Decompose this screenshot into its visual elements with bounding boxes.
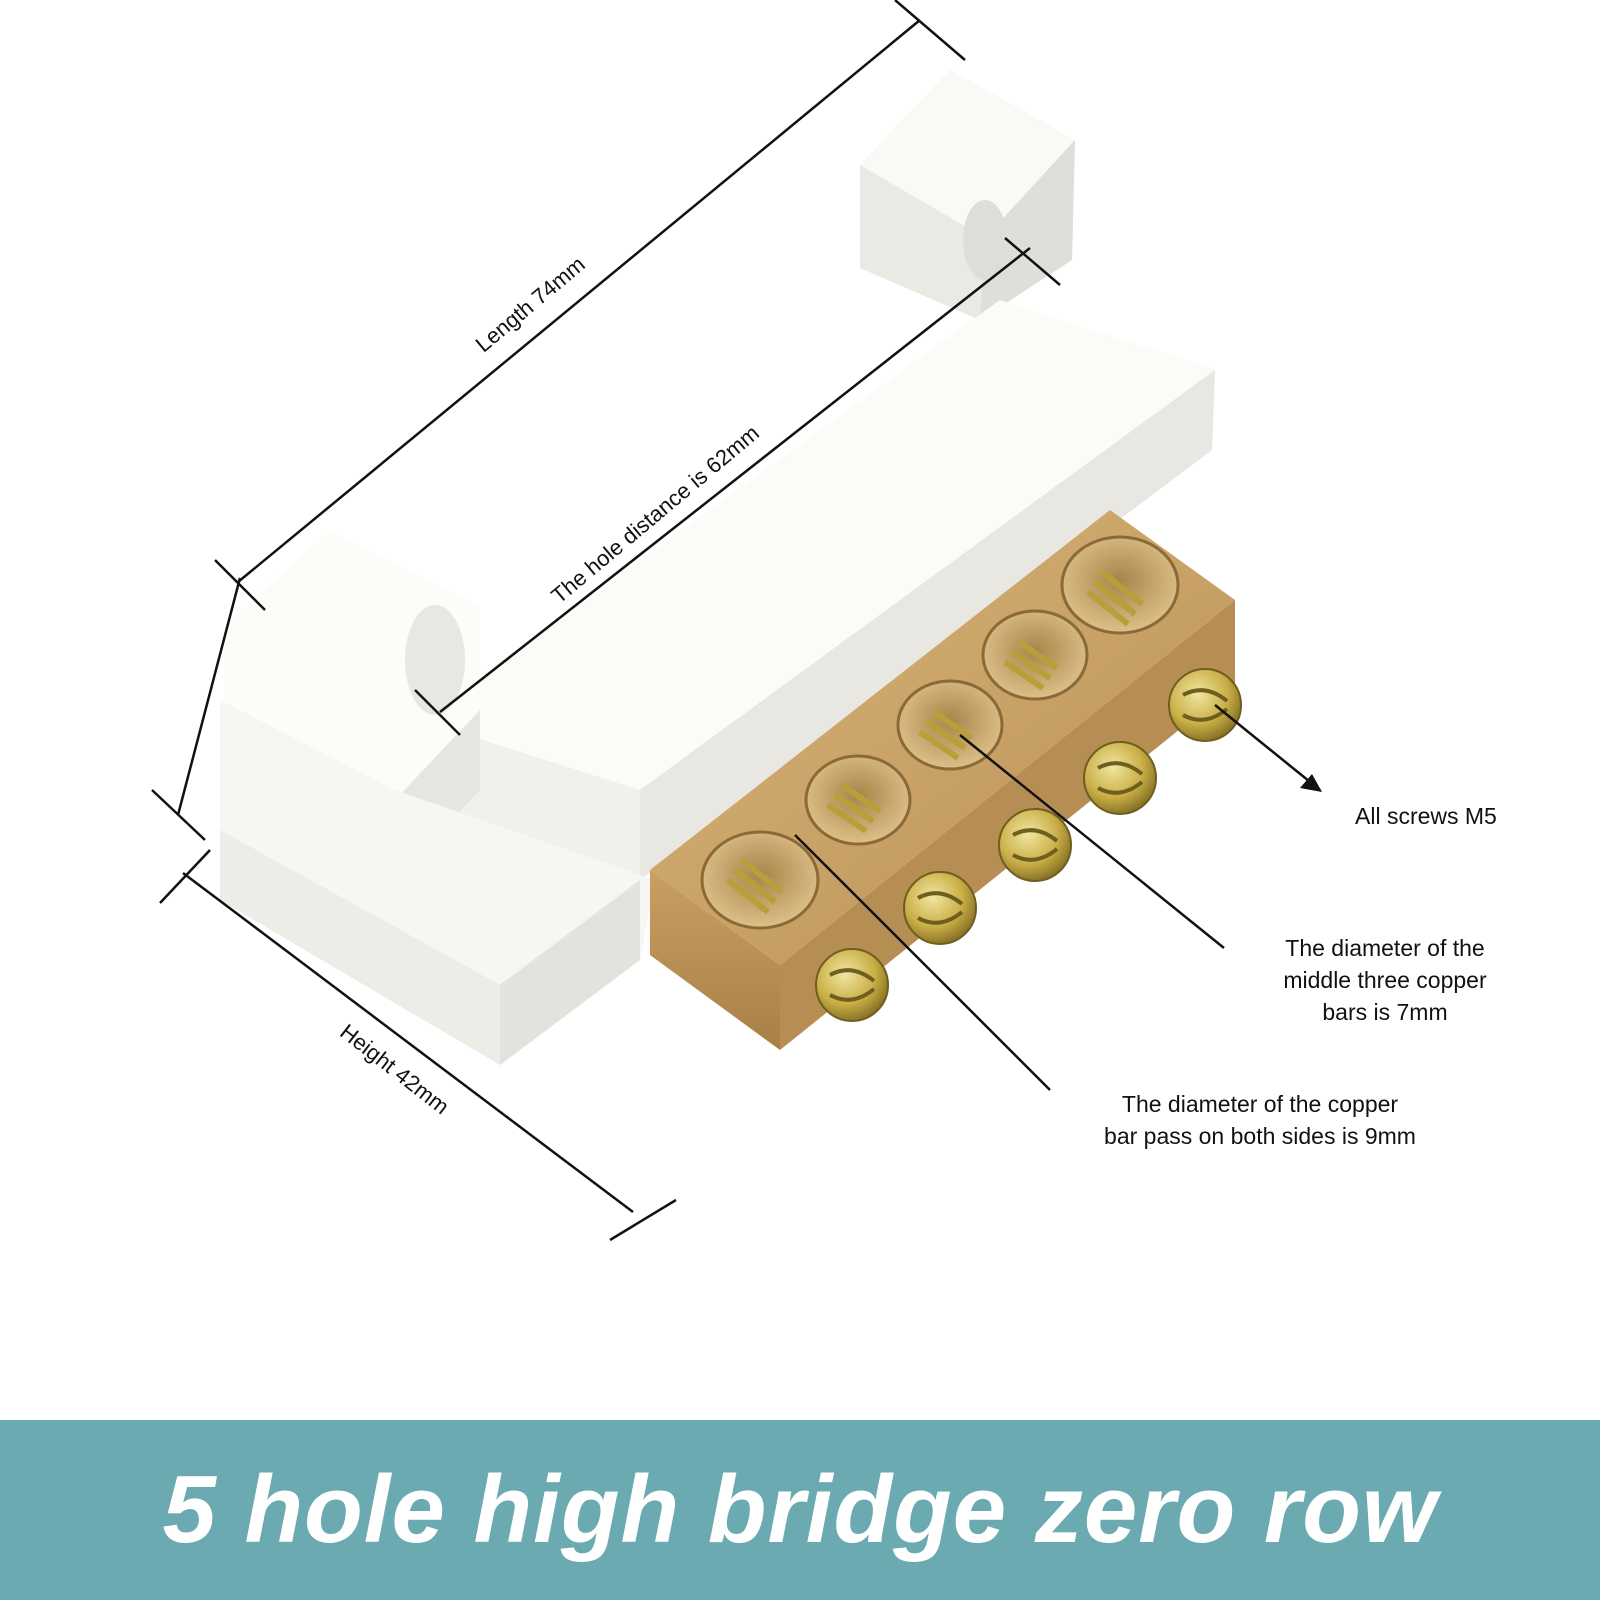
screw-1 [815, 948, 889, 1022]
screw-3 [998, 808, 1072, 882]
middle-diameter-line-3: bars is 7mm [1322, 999, 1448, 1025]
hole-5 [1060, 535, 1180, 635]
callout-lines [794, 704, 1322, 1091]
screw-2 [903, 871, 977, 945]
height-label: Height 42mm [335, 1019, 453, 1119]
middle-diameter-line-2: middle three copper [1283, 967, 1487, 993]
side-diameter-callout: The diameter of the copper bar pass on b… [1050, 1088, 1470, 1152]
middle-diameter-callout: The diameter of the middle three copper … [1235, 932, 1535, 1028]
title-banner: 5 hole high bridge zero row [0, 1420, 1600, 1600]
terminal-holes [700, 535, 1180, 930]
side-diameter-line-2: bar pass on both sides is 9mm [1104, 1123, 1416, 1149]
side-diameter-line-1: The diameter of the copper [1121, 1091, 1399, 1117]
screws-callout: All screws M5 [1355, 800, 1555, 832]
dimension-lines [151, 0, 1061, 1242]
screw-4 [1083, 741, 1157, 815]
middle-diameter-line-1: The diameter of the [1285, 935, 1485, 961]
product-diagram: Length 74mm The hole distance is 62mm He… [151, 0, 1322, 1242]
banner-title: 5 hole high bridge zero row [162, 1456, 1438, 1563]
hole-1 [700, 830, 820, 930]
screws-text: All screws M5 [1355, 803, 1497, 829]
hole-2 [804, 754, 912, 846]
screw-5 [1168, 668, 1242, 742]
screws [815, 668, 1242, 1022]
hole-4 [981, 609, 1089, 701]
plastic-bracket [220, 70, 1215, 1065]
